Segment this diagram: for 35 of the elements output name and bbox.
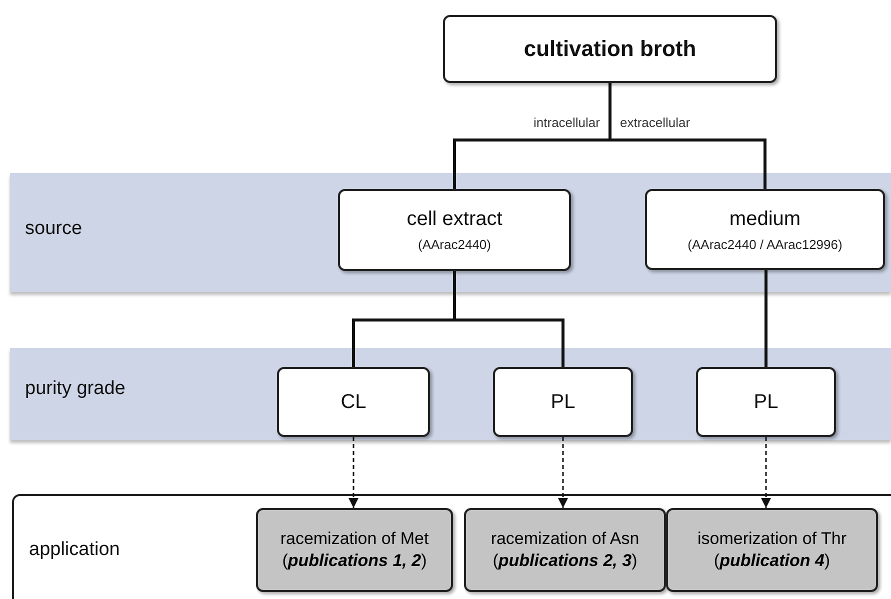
arrow — [558, 437, 568, 508]
band — [10, 348, 891, 440]
edge-label: extracellular — [618, 115, 692, 130]
box-subtitle: (AArac2440 / AArac12996) — [688, 236, 842, 252]
box-title: cell extract — [406, 208, 502, 231]
application-box — [666, 508, 878, 592]
process-box — [696, 367, 836, 437]
box-title: medium — [729, 208, 801, 230]
band-label: source — [25, 218, 82, 240]
process-box — [645, 189, 885, 270]
box-subtitle: (publication 4) — [714, 550, 830, 572]
box-title: cultivation broth — [524, 36, 696, 62]
box-title: racemization of Met — [280, 528, 429, 550]
process-box — [338, 189, 571, 271]
box-subtitle: (AArac2440) — [418, 237, 491, 252]
arrow — [348, 437, 358, 508]
box-subtitle: (publications 1, 2) — [282, 550, 427, 572]
process-box — [443, 15, 777, 83]
band-label: application — [29, 539, 120, 561]
application-box — [464, 508, 666, 592]
edge-label: intracellular — [532, 115, 602, 130]
process-box — [493, 367, 633, 437]
arrow — [761, 437, 771, 508]
application-box — [256, 508, 453, 592]
box-title: racemization of Asn — [490, 528, 640, 550]
process-box — [277, 367, 430, 437]
box-title: PL — [550, 390, 576, 414]
box-title: isomerization of Thr — [698, 528, 846, 550]
band-label: purity grade — [25, 378, 126, 400]
box-title: PL — [754, 390, 778, 414]
connector-line — [764, 270, 768, 367]
box-title: CL — [340, 390, 366, 414]
band — [10, 173, 891, 292]
box-subtitle: (publications 2, 3) — [492, 550, 638, 572]
band-outline — [12, 494, 891, 599]
